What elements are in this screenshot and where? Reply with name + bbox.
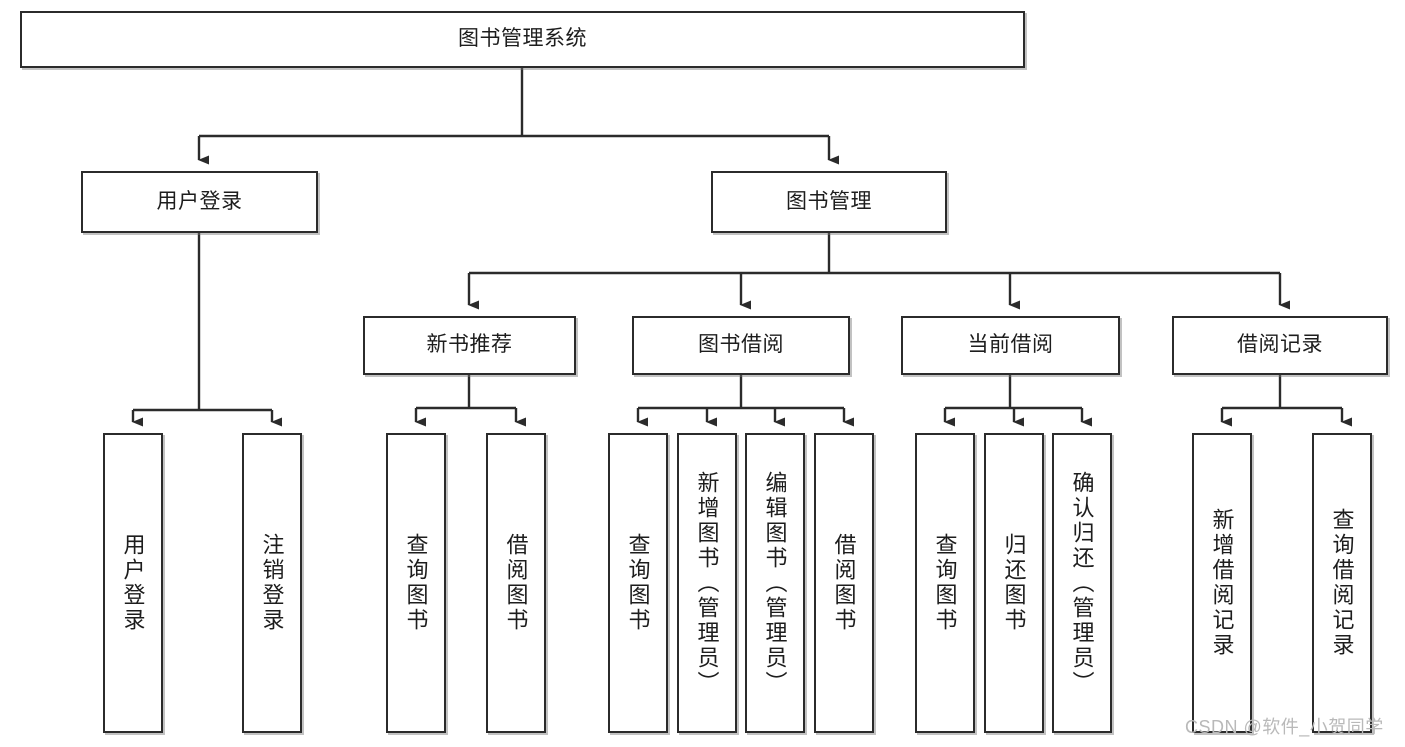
node-borrow-record-label: 借阅记录 <box>1237 333 1323 357</box>
node-current-borrow[interactable]: 当前借阅 <box>901 316 1120 375</box>
node-leaf-user-login-label: 用户登录 <box>120 533 146 633</box>
node-leaf-query-book-3[interactable]: 查询图书 <box>915 433 975 733</box>
node-new-book-recommend[interactable]: 新书推荐 <box>363 316 576 375</box>
node-leaf-borrow-book-1-label: 借阅图书 <box>503 533 529 633</box>
node-root-system[interactable]: 图书管理系统 <box>20 11 1025 68</box>
node-leaf-edit-book-label: 编辑图书（管理员） <box>762 470 788 696</box>
node-leaf-query-book-1[interactable]: 查询图书 <box>386 433 446 733</box>
node-leaf-add-record[interactable]: 新增借阅记录 <box>1192 433 1252 733</box>
node-leaf-return-book[interactable]: 归还图书 <box>984 433 1044 733</box>
node-leaf-user-logout-label: 注销登录 <box>259 533 285 633</box>
node-leaf-add-book-label: 新增图书（管理员） <box>694 470 720 696</box>
node-leaf-edit-book[interactable]: 编辑图书（管理员） <box>745 433 805 733</box>
node-leaf-user-logout[interactable]: 注销登录 <box>242 433 302 733</box>
node-borrow-record[interactable]: 借阅记录 <box>1172 316 1388 375</box>
node-leaf-query-record[interactable]: 查询借阅记录 <box>1312 433 1372 733</box>
node-leaf-confirm-return-label: 确认归还（管理员） <box>1069 470 1095 696</box>
node-book-manage-label: 图书管理 <box>786 189 872 213</box>
node-book-borrow-label: 图书借阅 <box>698 333 784 357</box>
node-leaf-borrow-book-2[interactable]: 借阅图书 <box>814 433 874 733</box>
node-leaf-return-book-label: 归还图书 <box>1001 533 1027 633</box>
node-book-manage[interactable]: 图书管理 <box>711 171 947 233</box>
node-leaf-borrow-book-2-label: 借阅图书 <box>831 533 857 633</box>
node-leaf-query-book-2-label: 查询图书 <box>625 533 651 633</box>
node-leaf-confirm-return[interactable]: 确认归还（管理员） <box>1052 433 1112 733</box>
node-leaf-add-record-label: 新增借阅记录 <box>1209 508 1235 658</box>
node-root-system-label: 图书管理系统 <box>458 27 587 51</box>
node-user-login[interactable]: 用户登录 <box>81 171 318 233</box>
node-leaf-user-login[interactable]: 用户登录 <box>103 433 163 733</box>
node-leaf-add-book[interactable]: 新增图书（管理员） <box>677 433 737 733</box>
watermark-label: CSDN @软件_小贺同学 <box>1185 717 1384 737</box>
node-leaf-borrow-book-1[interactable]: 借阅图书 <box>486 433 546 733</box>
node-current-borrow-label: 当前借阅 <box>967 333 1054 357</box>
node-user-login-label: 用户登录 <box>156 189 243 213</box>
node-book-borrow[interactable]: 图书借阅 <box>632 316 850 375</box>
node-leaf-query-record-label: 查询借阅记录 <box>1329 508 1355 658</box>
node-new-book-recommend-label: 新书推荐 <box>426 333 513 357</box>
node-leaf-query-book-2[interactable]: 查询图书 <box>608 433 668 733</box>
node-leaf-query-book-1-label: 查询图书 <box>403 533 429 633</box>
node-leaf-query-book-3-label: 查询图书 <box>932 533 958 633</box>
